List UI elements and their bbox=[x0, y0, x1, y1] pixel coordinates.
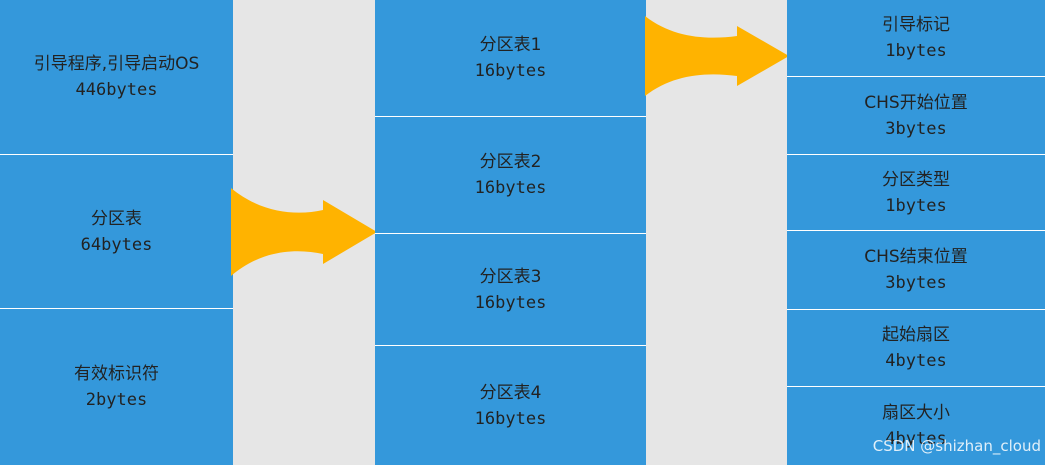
block-label: 分区表1 bbox=[479, 35, 542, 55]
arrow-1-icon bbox=[231, 188, 377, 276]
start-sector-block: 起始扇区 4bytes bbox=[787, 310, 1045, 387]
block-size: 1bytes bbox=[885, 41, 947, 61]
block-label: 分区表4 bbox=[479, 382, 542, 403]
block-label: 分区表 bbox=[91, 208, 142, 229]
block-size: 3bytes bbox=[885, 273, 947, 293]
partition-entry-fields-column: 引导标记 1bytes CHS开始位置 3bytes 分区类型 1bytes C… bbox=[787, 0, 1045, 465]
block-size: 16bytes bbox=[474, 408, 547, 429]
sector-count-block: 扇区大小 4bytes bbox=[787, 387, 1045, 465]
block-size: 16bytes bbox=[474, 292, 547, 313]
block-label: 引导标记 bbox=[882, 15, 950, 35]
block-label: 分区类型 bbox=[882, 169, 950, 190]
block-label: CHS开始位置 bbox=[864, 92, 968, 113]
block-size: 1bytes bbox=[885, 195, 947, 216]
block-size: 16bytes bbox=[474, 178, 547, 198]
partition-entry-1-block: 分区表1 16bytes bbox=[375, 0, 646, 117]
partition-entry-2-block: 分区表2 16bytes bbox=[375, 117, 646, 234]
mbr-boot-code-block: 引导程序,引导启动OS 446bytes bbox=[0, 0, 233, 155]
mbr-partition-table-block: 分区表 64bytes bbox=[0, 155, 233, 309]
chs-start-block: CHS开始位置 3bytes bbox=[787, 77, 1045, 155]
block-label: 有效标识符 bbox=[74, 364, 159, 384]
partition-type-block: 分区类型 1bytes bbox=[787, 155, 1045, 231]
partition-entry-3-block: 分区表3 16bytes bbox=[375, 234, 646, 346]
block-size: 3bytes bbox=[885, 118, 947, 139]
block-size: 64bytes bbox=[80, 234, 153, 255]
arrow-1-shape bbox=[231, 188, 377, 276]
partition-table-column: 分区表1 16bytes 分区表2 16bytes 分区表3 16bytes 分… bbox=[375, 0, 646, 465]
block-label: 扇区大小 bbox=[882, 403, 950, 423]
block-label: 起始扇区 bbox=[882, 325, 950, 345]
block-label: 分区表2 bbox=[479, 152, 542, 172]
watermark-text: CSDN @shizhan_cloud bbox=[872, 437, 1041, 455]
block-size: 4bytes bbox=[885, 429, 947, 449]
block-label: 分区表3 bbox=[479, 266, 542, 287]
block-size: 2bytes bbox=[85, 390, 148, 410]
block-size: 446bytes bbox=[75, 80, 158, 100]
mbr-structure-column: 引导程序,引导启动OS 446bytes 分区表 64bytes 有效标识符 2… bbox=[0, 0, 233, 465]
arrow-2-shape bbox=[645, 16, 789, 96]
arrow-2-icon bbox=[645, 16, 789, 96]
chs-end-block: CHS结束位置 3bytes bbox=[787, 231, 1045, 310]
block-size: 16bytes bbox=[474, 61, 547, 81]
partition-entry-4-block: 分区表4 16bytes bbox=[375, 346, 646, 465]
boot-flag-block: 引导标记 1bytes bbox=[787, 0, 1045, 77]
block-label: 引导程序,引导启动OS bbox=[33, 54, 200, 74]
block-label: CHS结束位置 bbox=[864, 247, 968, 267]
block-size: 4bytes bbox=[885, 351, 947, 371]
mbr-signature-block: 有效标识符 2bytes bbox=[0, 309, 233, 465]
